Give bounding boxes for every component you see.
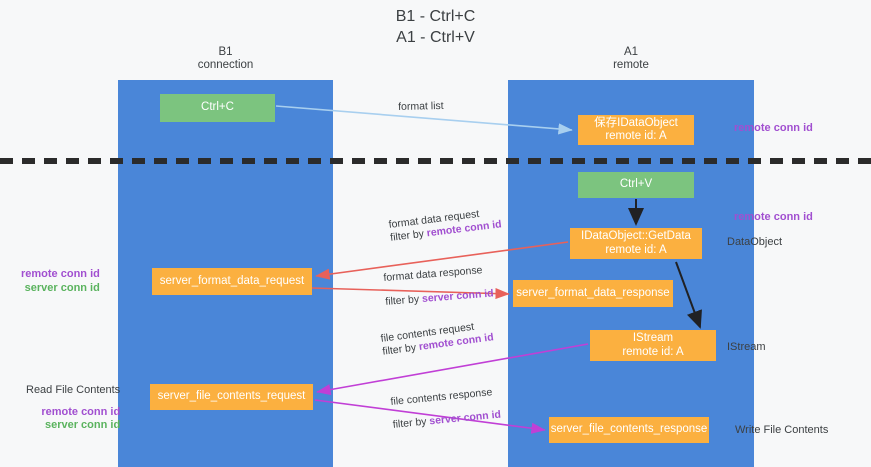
node-ctrl-v[interactable]: Ctrl+V [578,172,694,198]
node-server-file-contents-response[interactable]: server_file_contents_response [549,417,709,443]
note-text: remote conn id [734,211,813,223]
note-right-dataobject: DataObject [727,236,782,250]
lane-header-a1-role: remote [613,59,649,71]
filter-prefix: filter by [384,293,423,308]
note-right-remote-conn-id-mid: remote conn id [734,211,813,225]
edge-label-format-data-response: format data response filter by server co… [383,263,494,308]
node-idataobject-getdata[interactable]: IDataObject::GetData remote id: A [570,228,702,259]
node-server-file-contents-request[interactable]: server_file_contents_request [150,384,313,410]
note-right-remote-conn-id-top: remote conn id [734,122,813,136]
node-idataobject-getdata-label: IDataObject::GetData [581,230,691,242]
node-ctrl-c-label: Ctrl+C [201,101,234,114]
lane-header-a1: A1 remote [508,46,754,72]
node-save-idataobject[interactable]: 保存IDataObject remote id: A [578,115,694,145]
lane-header-a1-name: A1 [623,46,639,58]
note-text: Write File Contents [735,424,829,436]
note-left-read-file-contents: Read File Contents [26,384,121,396]
node-server-format-data-response[interactable]: server_format_data_response [513,280,673,307]
lane-header-b1-name: B1 [218,46,233,58]
note-text: IStream [727,341,766,353]
note-text: DataObject [727,236,783,248]
note-right-write-file-contents: Write File Contents [735,424,828,438]
note-left-server-conn-id-2: server conn id [44,419,121,431]
edge-label-format-data-response-text: format data response [383,264,483,284]
node-istream-sub: remote id: A [622,345,684,358]
diagram-title: B1 - Ctrl+C A1 - Ctrl+V [0,6,871,48]
note-left-remote-conn-id-2: remote conn id [41,405,121,418]
edge-label-format-list-text: format list [398,99,444,113]
edge-label-format-list: format list [398,100,444,114]
title-line-2: A1 - Ctrl+V [396,29,475,46]
node-ctrl-v-label: Ctrl+V [619,178,653,191]
node-istream[interactable]: IStream remote id: A [590,330,716,361]
note-left-server-conn-id: server conn id [24,281,100,294]
filter-prefix: filter by [392,415,430,431]
node-server-file-contents-response-label: server_file_contents_response [550,423,708,436]
node-ctrl-c[interactable]: Ctrl+C [160,94,275,122]
lane-header-b1: B1 connection [118,46,333,72]
note-left-remote-conn-id: remote conn id [21,268,100,280]
filter-key-server-conn-id: server conn id [421,287,495,306]
filter-key-server-conn-id: server conn id [428,408,502,428]
edge-label-file-contents-response-filter: filter by server conn id [392,408,501,431]
node-save-idataobject-label: 保存IDataObject [594,116,678,129]
node-istream-label: IStream [632,332,674,344]
note-text: remote conn id [734,122,813,134]
edge-label-format-data-request: format data request filter by remote con… [388,205,502,244]
node-server-format-data-request-label: server_format_data_request [159,274,305,287]
lane-header-b1-role: connection [197,59,254,71]
node-idataobject-getdata-sub: remote id: A [605,243,667,256]
edge-label-file-contents-response: file contents response filter by server … [390,386,501,432]
edge-label-file-contents-response-text: file contents response [390,386,493,408]
node-server-format-data-response-label: server_format_data_response [516,286,670,299]
edge-label-format-data-response-filter: filter by server conn id [385,287,494,308]
title-line-1: B1 - Ctrl+C [395,8,476,25]
edge-label-file-contents-request: file contents request filter by remote c… [380,318,494,358]
node-save-idataobject-sub: remote id: A [605,130,667,142]
note-left-conn-ids: remote conn id server conn id [21,268,100,295]
note-left-read-file-contents-block: Read File Contents remote conn id server… [26,384,120,433]
node-server-format-data-request[interactable]: server_format_data_request [152,268,312,295]
node-server-file-contents-request-label: server_file_contents_request [157,390,306,403]
note-right-istream: IStream [727,341,766,355]
